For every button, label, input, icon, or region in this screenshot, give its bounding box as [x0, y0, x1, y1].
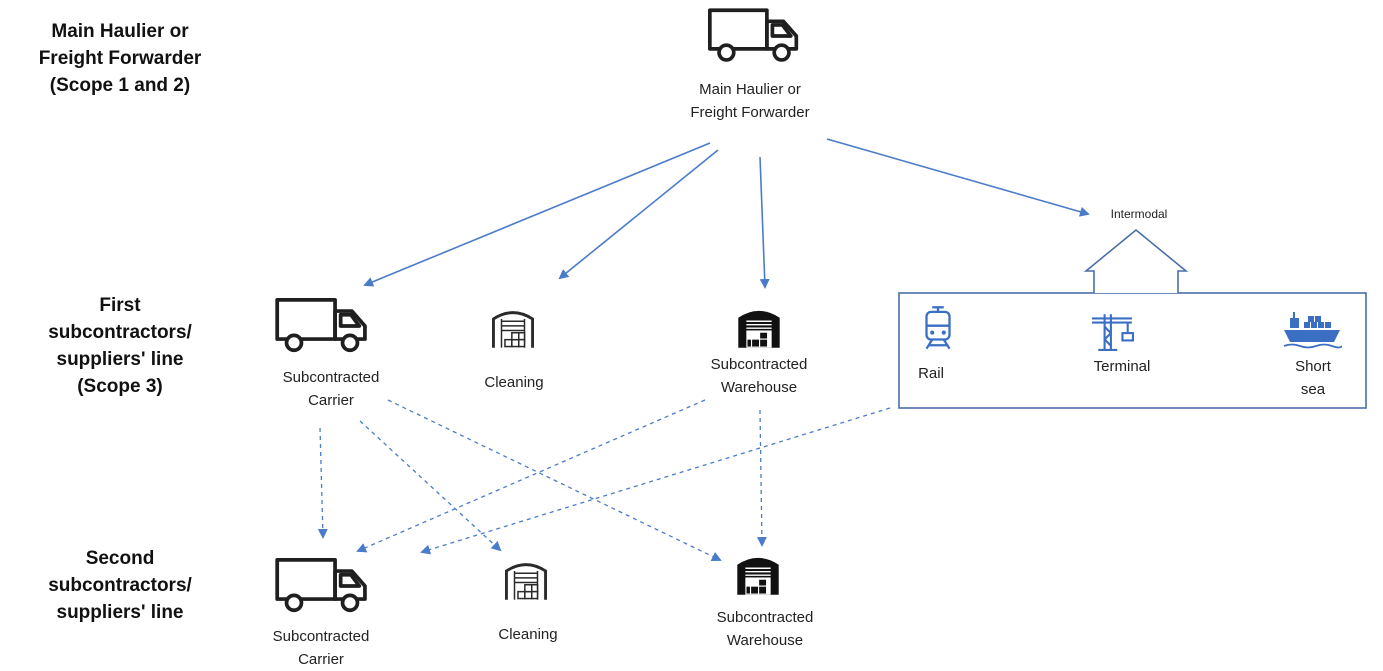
tier-label-second: Second subcontractors/ suppliers' line	[0, 545, 240, 626]
edge-intermodal-to-l2-carrier	[420, 407, 891, 555]
edge-l1-carrier-to-l2-cleaning	[359, 420, 502, 552]
tier-main-line-3: (Scope 1 and 2)	[49, 75, 191, 96]
first-warehouse-filled-icon	[737, 310, 781, 349]
second-cleaning-warehouse-icon	[504, 563, 548, 602]
edge-main-to-intermodal	[826, 138, 1090, 217]
edge-l1-warehouse-to-l2-carrier	[356, 399, 706, 553]
node-main-line-1: Main Haulier or	[699, 81, 801, 98]
first-carrier-truck-icon	[275, 298, 367, 353]
node-first-cleaning-line-1: Cleaning	[484, 374, 544, 391]
node-second-warehouse-line-1: Subcontracted	[716, 609, 814, 626]
node-main-line-2: Freight Forwarder	[690, 104, 810, 121]
node-terminal-label: Terminal	[1094, 355, 1151, 378]
edge-main-to-l1-carrier	[363, 142, 711, 287]
tier-main-line-2: Freight Forwarder	[38, 48, 202, 69]
node-intermodal-line-1: Intermodal	[1110, 207, 1168, 221]
tier-first-line-1: First	[99, 295, 141, 316]
node-rail-line-1: Rail	[918, 365, 944, 382]
node-first-cleaning-label: Cleaning	[484, 371, 543, 394]
tier-second-line-2: subcontractors/	[48, 575, 192, 596]
main-truck-icon	[708, 8, 799, 62]
node-first-carrier-line-1: Subcontracted	[282, 369, 380, 386]
node-first-warehouse-line-2: Warehouse	[720, 379, 798, 396]
edge-main-to-l1-warehouse	[759, 156, 770, 289]
node-intermodal-label: Intermodal	[1111, 206, 1168, 222]
node-first-carrier-line-2: Carrier	[308, 392, 354, 409]
node-first-warehouse-label: Subcontracted Warehouse	[711, 353, 808, 399]
edge-main-to-l1-cleaning	[558, 149, 719, 280]
node-second-warehouse-label: Subcontracted Warehouse	[717, 606, 814, 652]
edge-l1-carrier-to-l2-warehouse	[387, 399, 722, 562]
tier-label-main: Main Haulier or Freight Forwarder (Scope…	[0, 18, 240, 99]
edge-l1-warehouse-to-l2-warehouse	[756, 409, 767, 547]
intermodal-up-arrow	[1083, 228, 1189, 293]
node-second-cleaning-label: Cleaning	[498, 623, 557, 646]
node-second-cleaning-line-1: Cleaning	[498, 626, 558, 643]
tier-main-line-1: Main Haulier or	[51, 21, 189, 42]
node-main-label: Main Haulier or Freight Forwarder	[690, 78, 809, 124]
node-second-carrier-line-1: Subcontracted	[272, 628, 370, 645]
tier-second-line-3: suppliers' line	[56, 602, 184, 623]
node-shortsea-label: Short sea	[1295, 355, 1331, 401]
node-shortsea-line-2: sea	[1300, 381, 1326, 398]
tier-first-line-4: (Scope 3)	[77, 376, 163, 397]
tier-first-line-2: subcontractors/	[48, 322, 192, 343]
tier-second-line-1: Second	[85, 548, 155, 569]
node-first-warehouse-line-1: Subcontracted	[710, 356, 808, 373]
node-second-warehouse-line-2: Warehouse	[726, 632, 804, 649]
second-carrier-truck-icon	[275, 558, 367, 613]
node-first-carrier-label: Subcontracted Carrier	[283, 366, 380, 412]
ship-icon	[1283, 311, 1342, 349]
node-second-carrier-line-2: Carrier	[298, 651, 344, 668]
node-shortsea-line-1: Short	[1295, 358, 1331, 375]
node-second-carrier-label: Subcontracted Carrier	[273, 625, 370, 671]
first-cleaning-warehouse-icon	[491, 311, 535, 350]
tier-first-line-3: suppliers' line	[56, 349, 184, 370]
tier-label-first: First subcontractors/ suppliers' line (S…	[0, 292, 240, 400]
node-rail-label: Rail	[918, 362, 944, 385]
edge-l1-carrier-to-l2-carrier	[317, 427, 328, 539]
crane-icon	[1090, 313, 1135, 351]
node-terminal-line-1: Terminal	[1093, 358, 1151, 375]
train-icon	[925, 306, 951, 350]
second-warehouse-filled-icon	[736, 557, 780, 596]
